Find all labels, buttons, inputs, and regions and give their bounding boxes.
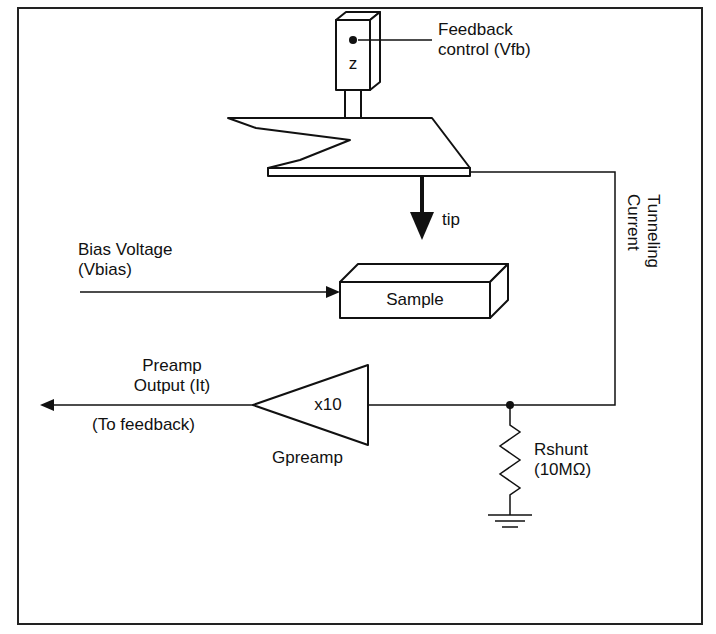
signal-label: (To feedback) <box>92 415 195 435</box>
output-arrow-head <box>40 399 54 411</box>
signal-label: Bias Voltage (Vbias) <box>78 240 194 281</box>
node-text: Sample <box>386 290 444 310</box>
amplifier-symbol <box>253 365 368 445</box>
input-wire <box>368 404 510 406</box>
output-arrow <box>52 404 253 406</box>
amplifier-gain: x10 <box>306 393 350 417</box>
part-label: tip <box>442 210 460 230</box>
sample-block <box>340 264 508 318</box>
vertical-label: Tunneling Current <box>622 194 663 314</box>
current-wire <box>470 172 615 405</box>
control-dot <box>349 36 357 44</box>
cantilever <box>228 118 470 176</box>
resistor-symbol <box>500 405 520 515</box>
leader-line <box>358 39 432 41</box>
tip-shaft <box>420 176 424 214</box>
node-text: x10 <box>314 395 341 415</box>
frame <box>18 8 702 624</box>
node-text: z <box>349 54 358 74</box>
bias-arrow <box>80 291 328 293</box>
piezo-z-box <box>336 12 380 90</box>
sample-box: Sample <box>345 284 485 316</box>
signal-label: Feedback control (Vfb) <box>438 20 550 61</box>
part-label: Gpreamp <box>272 448 343 468</box>
piezo-stem <box>345 90 361 118</box>
ground-symbol <box>488 515 532 527</box>
tip-head <box>410 212 434 240</box>
signal-label: Preamp Output (It) <box>122 356 222 397</box>
component-label: Rshunt (10MΩ) <box>534 440 614 481</box>
bias-arrow-head <box>326 286 340 298</box>
piezo-label: z <box>338 49 368 79</box>
